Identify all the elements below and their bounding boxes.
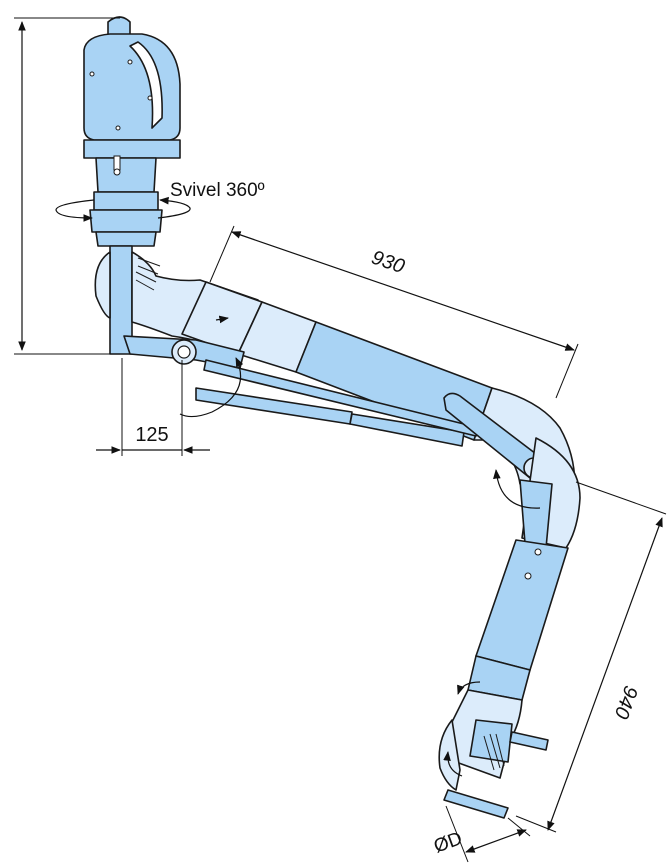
dimension-offset: 125 [96,358,210,456]
joint-rotation-arrows [179,315,541,777]
dimension-diameter-label: ØD [431,828,465,857]
dimension-lower-arm-label: 940 [610,683,642,722]
fan-housing [83,16,181,141]
dimension-height [14,17,120,355]
swivel-rotation-arrow [55,196,191,222]
swivel-ring [89,191,163,247]
nozzle [438,689,549,819]
dimension-offset-label: 125 [135,424,168,446]
dimension-diameter: ØD [431,805,531,863]
dimension-upper-arm-label: 930 [369,246,408,278]
mounting-plate [83,139,181,193]
upper-linkage [123,335,481,447]
lower-arm [467,479,569,701]
swivel-label: Svivel 360º [170,180,265,201]
